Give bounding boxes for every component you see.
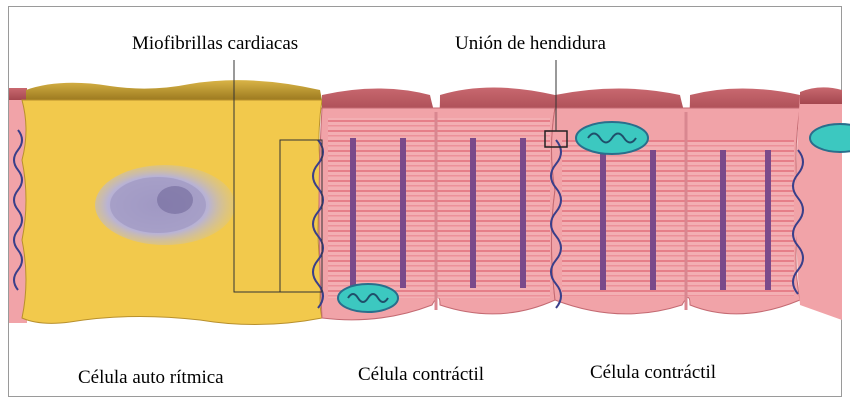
contractile-cell-1 [319, 88, 555, 320]
contractile-cell-label-1: Célula contráctil [358, 364, 484, 386]
myofibrils-label: Miofibrillas cardiacas [132, 33, 298, 55]
autorhythmic-cell [22, 80, 322, 324]
contractile-cell-2 [552, 89, 801, 314]
right-partial-cell [796, 87, 850, 320]
gap-junction-label: Unión de hendidura [455, 33, 606, 55]
contractile-cell-label-2: Célula contráctil [590, 362, 716, 384]
mitochondrion [576, 122, 648, 154]
autorhythmic-cell-label: Célula auto rítmica [78, 367, 224, 389]
mitochondrion [338, 284, 398, 312]
left-partial-cell [9, 88, 27, 323]
